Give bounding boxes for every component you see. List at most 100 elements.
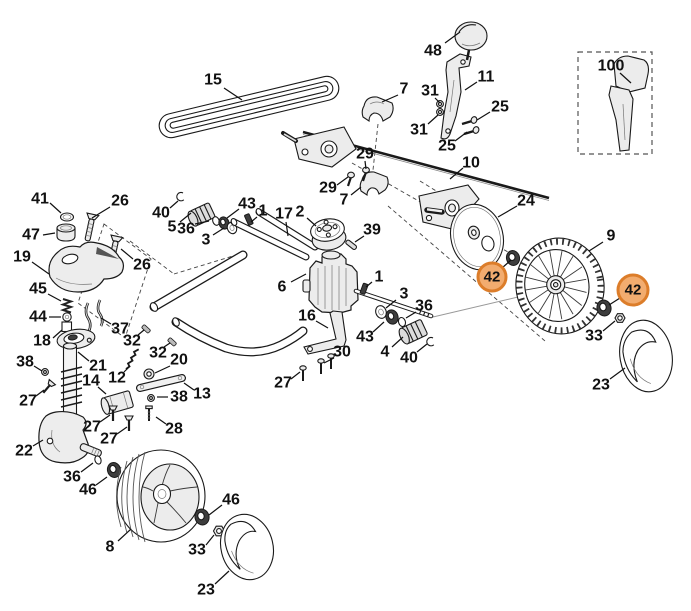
callout-label-29: 29 — [356, 146, 374, 163]
part-pin-39 — [345, 239, 358, 251]
callout-label-32: 32 — [149, 345, 167, 362]
callout-label-38: 38 — [16, 354, 34, 371]
part-bearing-43-right — [385, 309, 399, 325]
part-bearing-43-left — [218, 216, 230, 230]
callout-label-6: 6 — [278, 279, 287, 296]
callout-label-31: 31 — [410, 122, 428, 139]
part-bearing-46-right — [194, 508, 210, 526]
part-screws-27-left — [108, 405, 134, 431]
part-strut-shaft — [60, 342, 83, 431]
callout-label-32: 32 — [123, 333, 141, 350]
part-handle-tube-upper — [149, 250, 248, 312]
part-bearing-42-right-target — [596, 299, 612, 317]
part-cap-41 — [59, 212, 75, 222]
callout-label-17: 17 — [275, 206, 293, 223]
part-spring-45 — [59, 298, 75, 314]
part-washer-36-lower — [94, 455, 102, 465]
callout-label-26: 26 — [111, 193, 129, 210]
part-nut-38-right — [147, 394, 155, 402]
callout-label-10: 10 — [462, 155, 480, 172]
callout-label-48: 48 — [424, 43, 442, 60]
callout-label-13: 13 — [193, 386, 211, 403]
callout-label-39: 39 — [363, 222, 381, 239]
callout-label-47: 47 — [22, 227, 40, 244]
callout-label-26: 26 — [133, 257, 151, 274]
callout-label-27: 27 — [274, 375, 292, 392]
part-housing-22 — [38, 410, 102, 464]
part-pivot-plate-left — [281, 126, 357, 168]
part-screw-27-right — [299, 365, 307, 381]
callout-label-7: 7 — [400, 81, 409, 98]
part-hubcap-23-left — [219, 513, 275, 581]
part-rod-37 — [84, 299, 104, 332]
part-nut-33-right — [614, 313, 626, 323]
callout-label-24: 24 — [517, 193, 535, 210]
callout-label-36: 36 — [177, 221, 195, 238]
callout-label-40: 40 — [400, 350, 418, 367]
callout-label-33: 33 — [188, 542, 206, 559]
part-screws-29 — [346, 166, 370, 187]
callout-label-14: 14 — [82, 373, 100, 390]
part-clip-40-right — [426, 336, 435, 347]
callout-label-3: 3 — [400, 286, 409, 303]
callout-label-25: 25 — [491, 99, 509, 116]
callout-label-1: 1 — [259, 203, 268, 220]
part-belt-guard-disc-24 — [449, 203, 505, 271]
part-cable-clamp-lower — [359, 171, 389, 197]
callout-label-4: 4 — [381, 344, 390, 361]
svg-text:42: 42 — [484, 269, 501, 286]
part-spring-12 — [125, 348, 140, 370]
part-damper-14 — [100, 390, 134, 415]
callout-label-22: 22 — [15, 443, 33, 460]
callout-label-1: 1 — [375, 269, 384, 286]
part-washer-3-right — [375, 305, 387, 319]
part-washer-36-right — [397, 316, 407, 328]
part-gearbox-6 — [302, 250, 359, 314]
callout-label-19: 19 — [13, 249, 31, 266]
callout-label-37: 37 — [111, 321, 129, 338]
callout-label-28: 28 — [165, 421, 183, 438]
part-drive-wheel-9 — [515, 237, 605, 335]
callout-label-31: 31 — [421, 83, 439, 100]
callout-label-36: 36 — [63, 469, 81, 486]
callout-label-7: 7 — [340, 192, 349, 209]
part-key-1-left — [244, 213, 254, 226]
part-washer-38-left — [41, 368, 49, 376]
part-pinion-5 — [187, 202, 216, 227]
part-washer-44 — [62, 312, 72, 322]
callout-label-40: 40 — [152, 205, 170, 222]
callout-label-15: 15 — [204, 72, 222, 89]
callout-label-44: 44 — [29, 309, 47, 326]
part-bushing-20 — [143, 368, 155, 380]
part-output-axle — [353, 288, 553, 319]
callout-label-29: 29 — [319, 180, 337, 197]
reference-variant-box — [577, 51, 653, 155]
callout-label-12: 12 — [108, 370, 126, 387]
callout-label-46: 46 — [79, 482, 97, 499]
callout-label-38: 38 — [170, 389, 188, 406]
callout-label-30: 30 — [333, 344, 351, 361]
part-support-bracket-16 — [303, 310, 347, 355]
callout-label-11: 11 — [478, 69, 495, 86]
callout-label-25: 25 — [438, 138, 456, 155]
part-pinion-4 — [398, 319, 428, 345]
callout-label-46: 46 — [222, 492, 240, 509]
part-clip-40-left — [176, 191, 185, 202]
part-hubcap-23-right — [619, 319, 673, 393]
callout-label-43: 43 — [238, 196, 256, 213]
callout-label-27: 27 — [83, 419, 101, 436]
part-selector-lever-11 — [440, 53, 472, 140]
part-bolts-25 — [461, 116, 480, 136]
part-screw-27-far-left — [42, 378, 57, 394]
callout-label-20: 20 — [170, 352, 188, 369]
part-cable-clamp-upper — [361, 96, 394, 123]
part-pulley-2 — [310, 218, 347, 251]
part-handle-tube-lower — [171, 317, 308, 357]
callout-label-45: 45 — [29, 281, 47, 298]
part-nuts-31 — [436, 100, 444, 116]
part-front-wheel-8 — [116, 449, 206, 543]
callout-label-27: 27 — [19, 393, 37, 410]
callout-label-16: 16 — [298, 308, 316, 325]
